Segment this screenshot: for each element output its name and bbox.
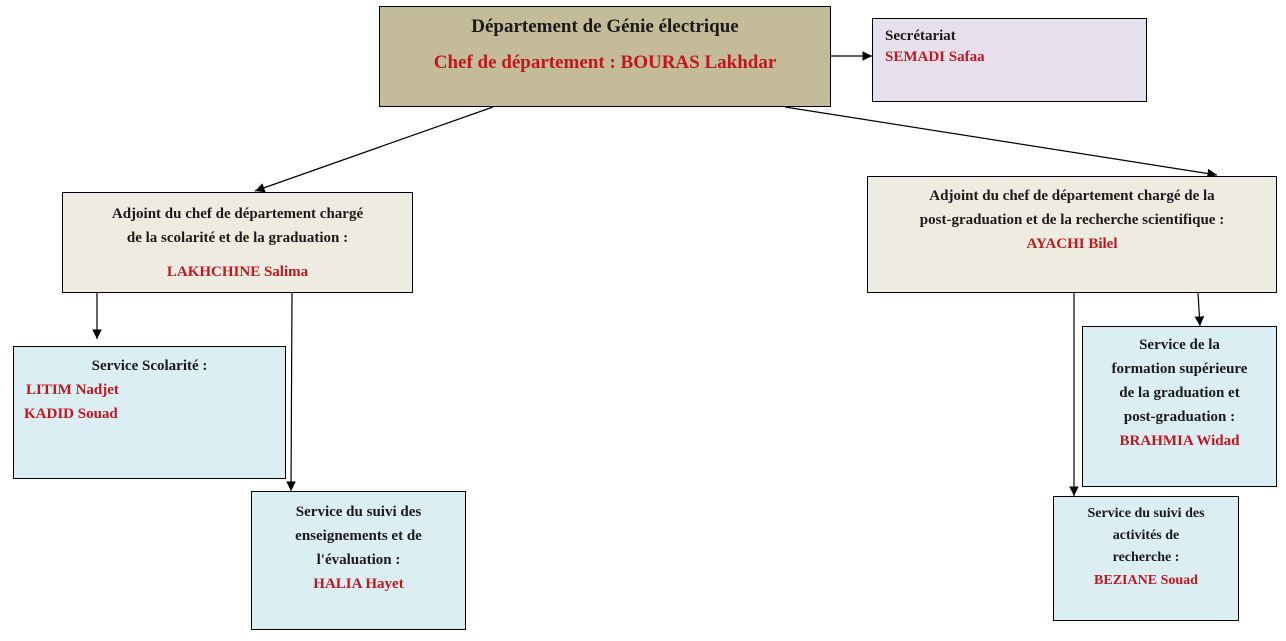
department-chief: Chef de département : BOURAS Lakhdar (433, 52, 777, 73)
service-suivi-recherche-box: Service du suivi des activités de recher… (1053, 496, 1239, 621)
service-suivi-recherche-line: Service du suivi des (1087, 506, 1205, 521)
secretariat-name: SEMADI Safaa (885, 49, 985, 65)
service-scolarite-name: KADID Souad (24, 406, 118, 422)
deputy-left-box: Adjoint du chef de département chargé de… (62, 192, 413, 293)
arrow-deputy-left-to-suivi-enseignements (286, 292, 296, 492)
deputy-right-line2: post-graduation et de la recherche scien… (919, 212, 1225, 228)
service-scolarite-label: Service Scolarité : (91, 358, 208, 374)
secretariat-box: Secrétariat SEMADI Safaa (872, 18, 1147, 102)
service-formation-line: post-graduation : (1123, 409, 1236, 425)
service-suivi-enseignements-line: enseignements et de (295, 528, 422, 544)
service-formation-box: Service de la formation supérieure de la… (1082, 326, 1277, 487)
service-formation-line: de la graduation et (1119, 385, 1240, 401)
service-suivi-enseignements-line: Service du suivi des (295, 504, 422, 520)
service-formation-name: BRAHMIA Widad (1119, 433, 1240, 449)
arrow-head-to-deputy-left (254, 106, 494, 193)
department-title: Département de Génie électrique (471, 16, 739, 37)
arrow-head-to-deputy-right (784, 106, 1218, 179)
deputy-left-line1: Adjoint du chef de département chargé (111, 206, 364, 222)
arrow-deputy-right-to-formation (1194, 292, 1205, 327)
department-head-box: Département de Génie électrique Chef de … (379, 6, 831, 107)
service-suivi-enseignements-name: HALIA Hayet (313, 576, 404, 592)
service-scolarite-name: LITIM Nadjet (26, 382, 119, 398)
service-scolarite-box: Service Scolarité : LITIM Nadjet KADID S… (13, 346, 286, 479)
deputy-left-line2: de la scolarité et de la graduation : (126, 230, 349, 246)
service-suivi-recherche-name: BEZIANE Souad (1094, 573, 1198, 588)
deputy-right-name: AYACHI Bilel (1026, 236, 1118, 252)
service-suivi-recherche-line: recherche : (1112, 550, 1180, 565)
service-suivi-enseignements-line: l'évaluation : (316, 552, 401, 568)
service-formation-line: Service de la (1139, 337, 1220, 353)
deputy-right-box: Adjoint du chef de département chargé de… (867, 176, 1277, 293)
secretariat-label: Secrétariat (885, 28, 956, 44)
service-suivi-enseignements-box: Service du suivi des enseignements et de… (251, 491, 466, 630)
service-formation-line: formation supérieure (1111, 361, 1248, 377)
deputy-left-name: LAKHCHINE Salima (166, 264, 309, 280)
service-suivi-recherche-line: activités de (1112, 528, 1180, 543)
deputy-right-line1: Adjoint du chef de département chargé de… (929, 188, 1215, 204)
